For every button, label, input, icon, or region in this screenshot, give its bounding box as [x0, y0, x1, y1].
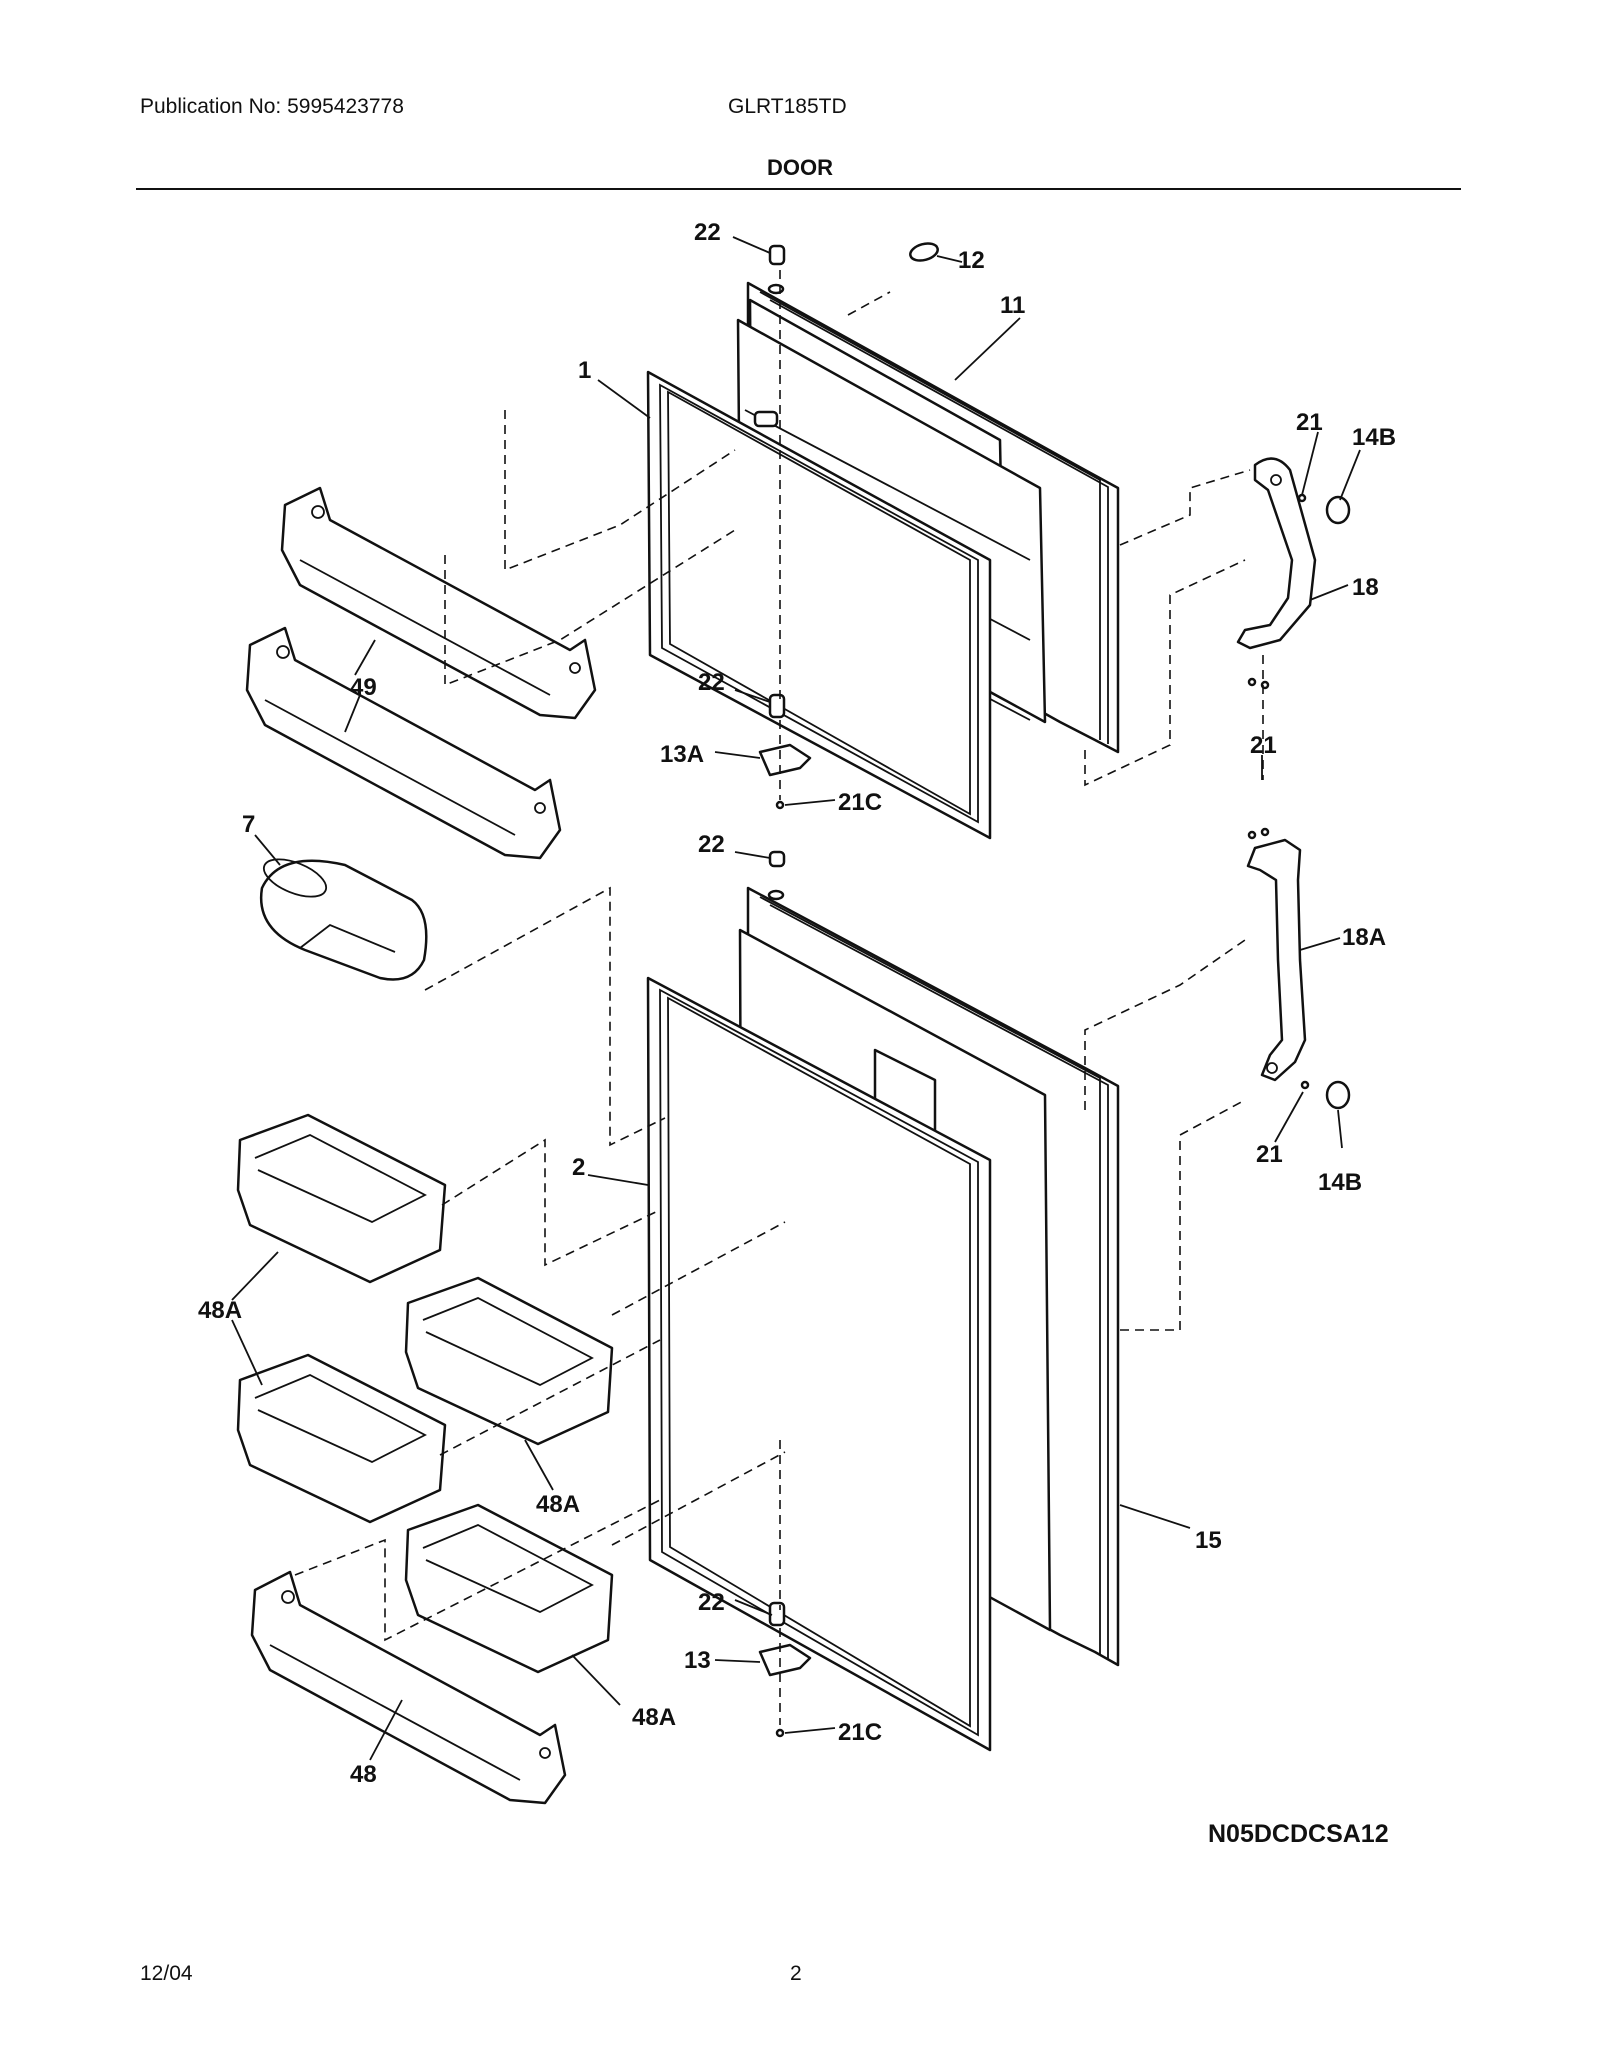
callout-21: 21: [1256, 1141, 1283, 1168]
hinge-hole: [767, 889, 785, 901]
dairy-compartment: [259, 858, 428, 981]
callout-13A: 13A: [660, 741, 704, 768]
freezer-door-shelf-lower: [245, 626, 562, 860]
callout-14B: 14B: [1352, 424, 1396, 451]
callout-18A: 18A: [1342, 924, 1386, 951]
hinge-pins-and-screws: [758, 242, 1351, 1738]
publication-number: Publication No: 5995423778: [140, 95, 404, 118]
header-rule: [136, 188, 1461, 190]
door-bin-middle-right: [404, 1276, 614, 1446]
handle-upper: [1236, 457, 1317, 650]
callout-48A: 48A: [632, 1704, 676, 1731]
callout-21: 21: [1296, 409, 1323, 436]
door-bin-upper-left: [236, 1113, 447, 1284]
footer-page-number: 2: [790, 1962, 802, 1985]
callout-48A: 48A: [536, 1491, 580, 1518]
handle-lower: [1246, 838, 1307, 1082]
callout-12: 12: [958, 247, 985, 274]
model-number: GLRT185TD: [728, 95, 847, 118]
callout-49: 49: [350, 674, 377, 701]
callout-22: 22: [698, 831, 725, 858]
callout-13: 13: [684, 1647, 711, 1674]
callout-15: 15: [1195, 1527, 1222, 1554]
freezer-door-gasket: [646, 370, 992, 840]
door-bin-lower-right: [404, 1503, 614, 1674]
callout-22: 22: [698, 669, 725, 696]
fresh-food-door-gasket: [646, 976, 992, 1752]
callout-22: 22: [694, 219, 721, 246]
callout-leader-lines: [231, 236, 1361, 1761]
callout-2: 2: [572, 1154, 585, 1181]
callout-48A: 48A: [198, 1297, 242, 1324]
door-bin-middle-left: [236, 1353, 447, 1524]
hinge-hole: [767, 283, 785, 295]
callout-22: 22: [698, 1589, 725, 1616]
callout-21C: 21C: [838, 789, 882, 816]
callout-48: 48: [350, 1761, 377, 1788]
footer-date: 12/04: [140, 1962, 193, 1985]
page-title: DOOR: [767, 155, 833, 180]
callout-11: 11: [1000, 292, 1025, 319]
callout-21C: 21C: [838, 1719, 882, 1746]
callout-1: 1: [578, 357, 591, 384]
callout-7: 7: [242, 811, 255, 838]
assembly-guide-lines: [294, 270, 1264, 1725]
callout-14B: 14B: [1318, 1169, 1362, 1196]
callout-18: 18: [1352, 574, 1379, 601]
callout-21: 21: [1250, 732, 1277, 759]
freezer-door-shelf-upper: [280, 486, 597, 720]
callout-labels: 22 12 11 1 21 14B 18 49 22 13A 21C 21 7 …: [198, 219, 1396, 1848]
diagram-code: N05DCDCSA12: [1208, 1820, 1389, 1848]
